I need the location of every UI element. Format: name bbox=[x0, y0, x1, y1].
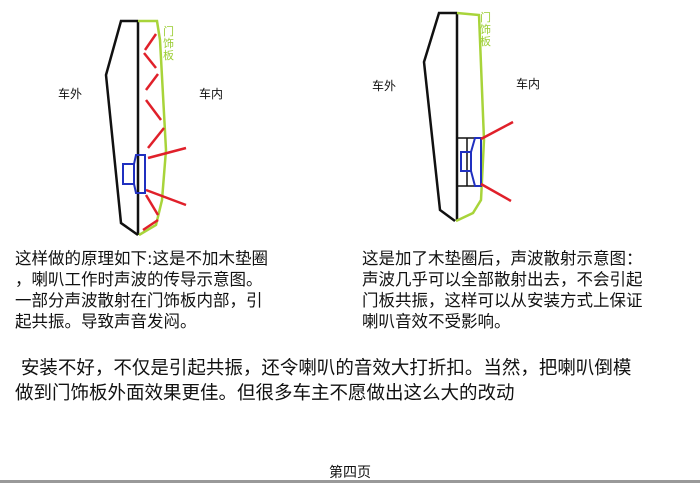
door-trim-panel bbox=[138, 19, 168, 237]
door-trim-panel bbox=[455, 11, 486, 223]
caption-line: 门板共振，这样可以从安装方式上保证 bbox=[362, 291, 643, 310]
sound-waves-out bbox=[480, 120, 514, 203]
label-car-inside: 车内 bbox=[516, 77, 541, 91]
caption-line: 一部分声波散射在门饰板内部，引 bbox=[15, 291, 263, 310]
summary-line: 做到门饰板外面效果更佳。但很多车主不愿做出这么大的改动 bbox=[15, 383, 515, 404]
label-door-trim: 门饰板 bbox=[163, 25, 174, 62]
caption-line: 喇叭音效不受影响。 bbox=[362, 312, 511, 331]
caption-line: ，喇叭工作时声波的传导示意图。 bbox=[15, 270, 263, 289]
page-number: 第四页 bbox=[329, 465, 371, 481]
caption-line: 这是加了木垫圈后，声波散射示意图： bbox=[362, 249, 643, 268]
label-car-outside: 车外 bbox=[58, 87, 83, 101]
label-door-trim: 门饰板 bbox=[480, 11, 491, 48]
sound-waves-out bbox=[145, 146, 187, 207]
speaker-icon bbox=[460, 137, 482, 187]
caption-right: 这是加了木垫圈后，声波散射示意图： 声波几乎可以全部散射出去，不会引起 门板共振… bbox=[362, 248, 643, 332]
label-car-inside: 车内 bbox=[199, 87, 224, 101]
label-car-outside: 车外 bbox=[372, 79, 397, 93]
door-outer-shell bbox=[422, 11, 457, 223]
sound-waves-internal bbox=[142, 33, 165, 232]
door-outer-shell bbox=[104, 19, 139, 237]
bottom-divider bbox=[0, 480, 700, 483]
speaker-icon bbox=[122, 154, 146, 194]
caption-left: 这样做的原理如下:这是不加木垫圈 ，喇叭工作时声波的传导示意图。 一部分声波散射… bbox=[15, 248, 268, 332]
caption-line: 起共振。导致声音发闷。 bbox=[15, 312, 197, 331]
caption-line: 声波几乎可以全部散射出去，不会引起 bbox=[362, 270, 643, 289]
summary-line: 安装不好，不仅是引起共振，还令喇叭的音效大打折扣。当然，把喇叭倒模 bbox=[15, 358, 632, 379]
diagram-left bbox=[104, 19, 187, 237]
diagram-right bbox=[422, 11, 514, 223]
summary-paragraph: 安装不好，不仅是引起共振，还令喇叭的音效大打折扣。当然，把喇叭倒模 做到门饰板外… bbox=[15, 356, 631, 406]
caption-line: 这样做的原理如下:这是不加木垫圈 bbox=[15, 249, 269, 268]
